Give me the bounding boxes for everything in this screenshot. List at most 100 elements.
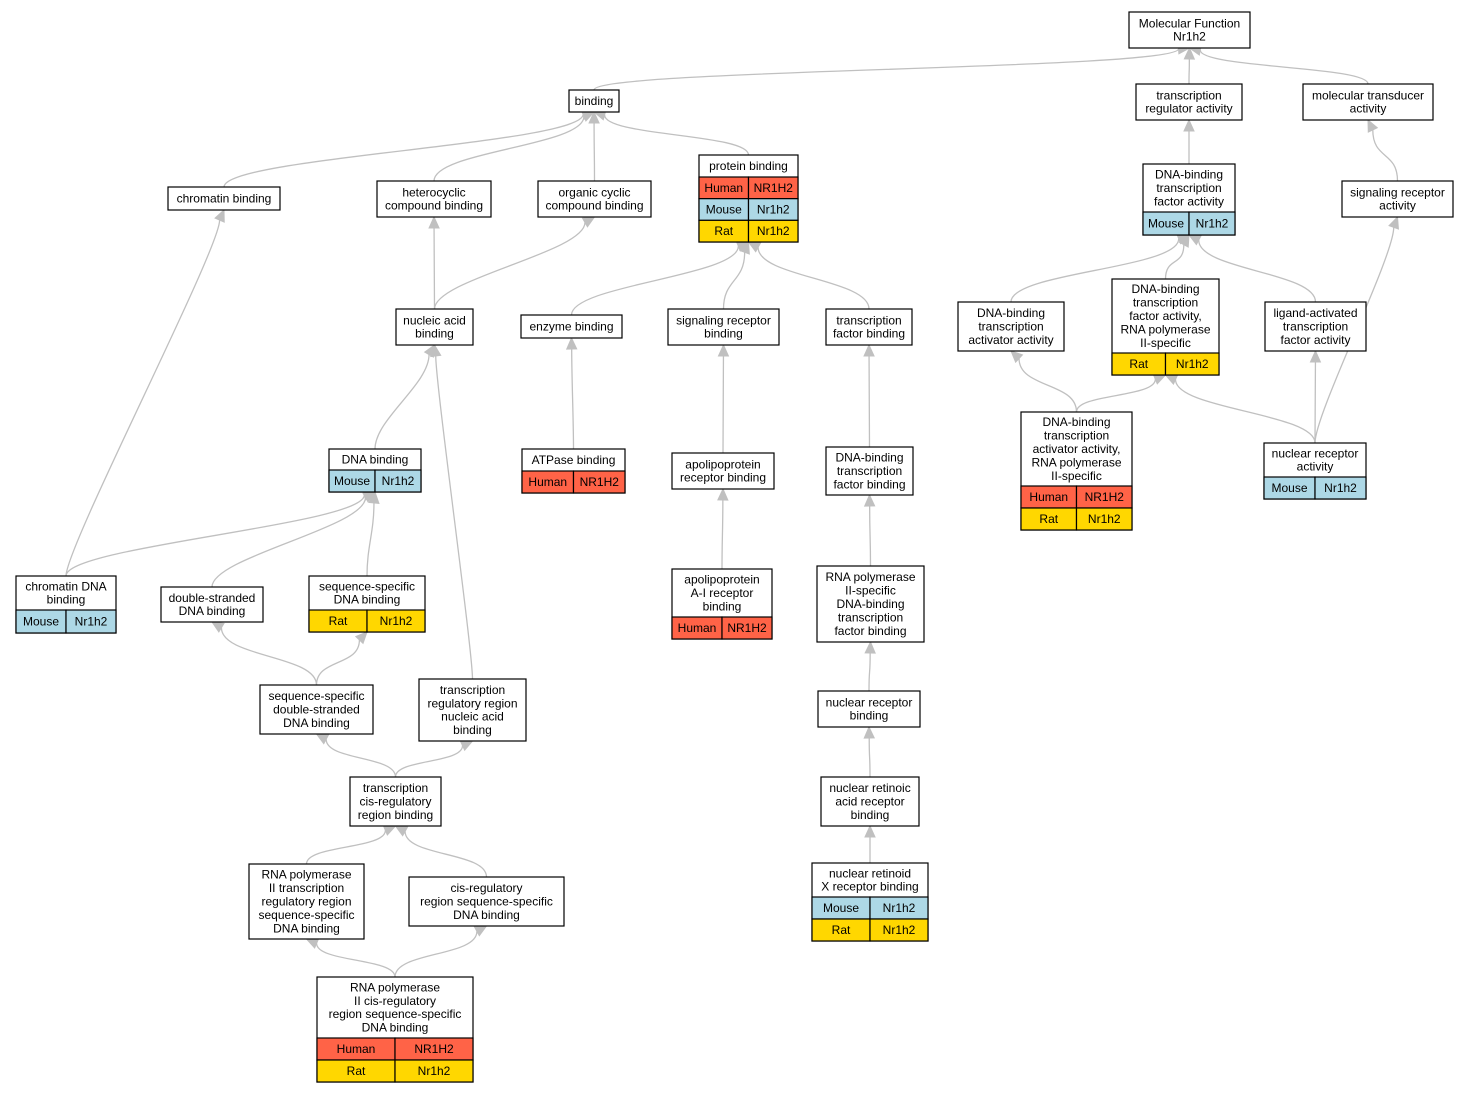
- gene-cell: [366, 609, 426, 633]
- species-label: Rat: [329, 614, 348, 628]
- go-term-node-binding[interactable]: binding: [568, 89, 620, 113]
- node-label-line: factor binding: [833, 327, 905, 341]
- edge-line: [722, 252, 746, 310]
- edge-line: [366, 502, 375, 577]
- edge-binding-to-mf: [593, 43, 1191, 91]
- node-label-line: transcription: [1156, 181, 1221, 195]
- node-label-line: factor binding: [833, 477, 905, 491]
- gene-label: Nr1h2: [757, 224, 790, 238]
- node-label-line: sequence-specific: [268, 689, 364, 703]
- gene-label: Nr1h2: [418, 1064, 451, 1078]
- edge-arrowhead: [1152, 374, 1167, 385]
- node-label-line: ATPase binding: [532, 453, 616, 467]
- node-label-line: DNA binding: [342, 453, 409, 467]
- node-label-line: region sequence-specific: [420, 895, 553, 909]
- edge-mta-to-mf: [1188, 44, 1369, 85]
- edge-hetero-to-binding: [433, 111, 596, 182]
- node-label-line: A-I receptor: [691, 586, 754, 600]
- node-frame: [1128, 11, 1251, 49]
- edge-arrowhead: [565, 336, 578, 350]
- node-label-line: sequence-specific: [319, 579, 415, 593]
- edge-arrowhead: [863, 725, 876, 739]
- node-label-line: DNA binding: [453, 908, 520, 922]
- species-label: Mouse: [1271, 481, 1307, 495]
- node-frame: [408, 876, 565, 927]
- edge-line: [1372, 129, 1399, 182]
- edge-arrowhead: [1388, 215, 1399, 230]
- gene-cell: [1075, 507, 1133, 531]
- gene-label: NR1H2: [754, 181, 794, 195]
- gene-label: NR1H2: [580, 475, 620, 489]
- edge-arrowhead: [1309, 349, 1322, 363]
- gene-label: Nr1h2: [382, 474, 415, 488]
- species-label: Human: [1029, 490, 1068, 504]
- edge-tfb-to-protein: [747, 241, 870, 310]
- node-frame: [248, 863, 365, 940]
- node-label-line: DNA binding: [362, 1021, 429, 1035]
- node-label-line: transcription: [978, 320, 1043, 334]
- go-term-node-chromatin[interactable]: chromatin binding: [167, 186, 281, 211]
- gene-cell: [869, 918, 929, 942]
- edge-line: [1075, 379, 1156, 413]
- node-label-line: nuclear retinoic: [829, 781, 910, 795]
- gene-cell: [1314, 476, 1367, 500]
- node-label-line: DNA-binding: [1155, 168, 1223, 182]
- node-frame: [1341, 180, 1454, 218]
- gene-cell: [374, 469, 422, 493]
- node-label-line: binding: [415, 327, 454, 341]
- node-label-line: DNA binding: [273, 921, 340, 935]
- edge-rnap2cis-to-crrss: [394, 925, 488, 978]
- node-label-line: RNA polymerase: [350, 980, 440, 994]
- node-label-line: RNA polymerase: [1031, 455, 1121, 469]
- edge-tcrb-to-ssdsdna: [315, 733, 397, 778]
- node-label-line: Nr1h2: [1173, 30, 1206, 44]
- go-term-node-rnapol[interactable]: RNA polymeraseII-specificDNA-bindingtran…: [816, 565, 925, 643]
- species-label: Human: [337, 1042, 376, 1056]
- go-term-node-enzyme[interactable]: enzyme binding: [520, 314, 623, 339]
- node-label-line: DNA-binding: [1042, 415, 1110, 429]
- edge-arrowhead: [214, 208, 225, 223]
- node-label-line: X receptor binding: [821, 880, 918, 894]
- edge-arrowhead: [717, 343, 730, 357]
- edge-rnap2cis-to-rnap2: [305, 938, 396, 978]
- edge-dbtfa2-to-dbtfa: [1164, 233, 1190, 280]
- node-label-line: DNA-binding: [1131, 282, 1199, 296]
- node-label-line: nucleic acid: [403, 313, 466, 327]
- edge-ssdsdna-to-ssdna: [315, 631, 368, 686]
- edge-line: [570, 246, 739, 316]
